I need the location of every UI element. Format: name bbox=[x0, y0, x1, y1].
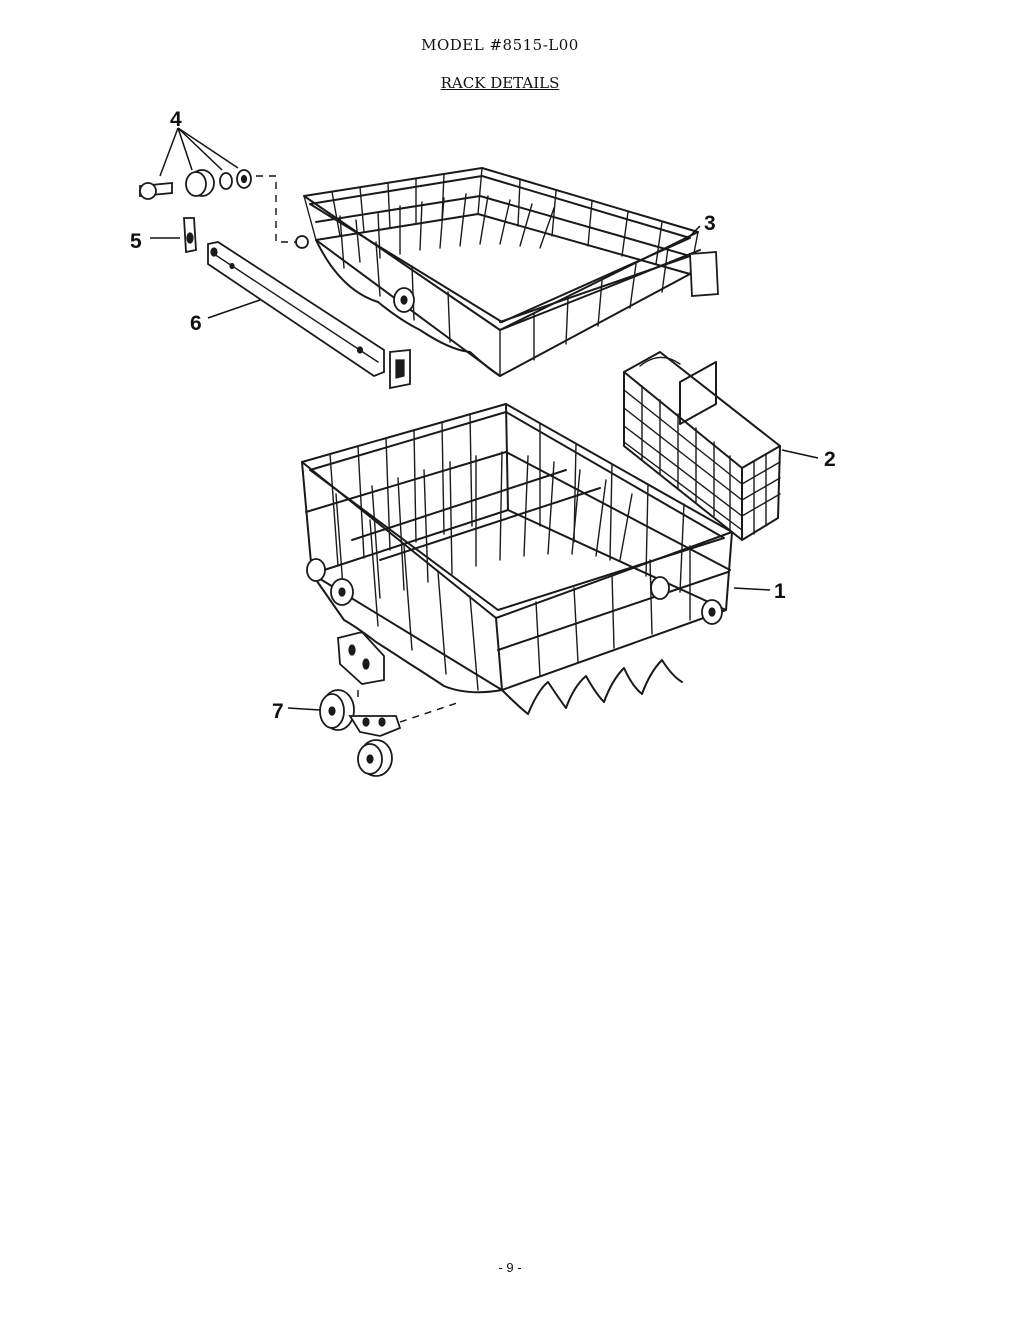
part-7-wheel-assembly bbox=[287, 630, 461, 777]
part-4-roller-hardware bbox=[139, 127, 302, 243]
part-5-stop-clip bbox=[150, 217, 197, 254]
callout-7: 7 bbox=[272, 700, 284, 723]
callout-5: 5 bbox=[130, 230, 142, 253]
section-title: RACK DETAILS bbox=[440, 74, 560, 92]
page-number: - 9 - bbox=[498, 1260, 522, 1275]
part-6-rack-track bbox=[207, 241, 411, 390]
part-3-upper-rack bbox=[295, 167, 719, 377]
callout-2: 2 bbox=[824, 448, 836, 471]
callout-1: 1 bbox=[774, 580, 786, 603]
part-2-silverware-basket bbox=[623, 351, 819, 541]
callout-3: 3 bbox=[704, 212, 716, 235]
callout-4: 4 bbox=[170, 108, 182, 131]
part-1-lower-rack bbox=[301, 403, 771, 715]
callout-6: 6 bbox=[190, 312, 202, 335]
model-title: MODEL #8515-L00 bbox=[421, 36, 579, 54]
